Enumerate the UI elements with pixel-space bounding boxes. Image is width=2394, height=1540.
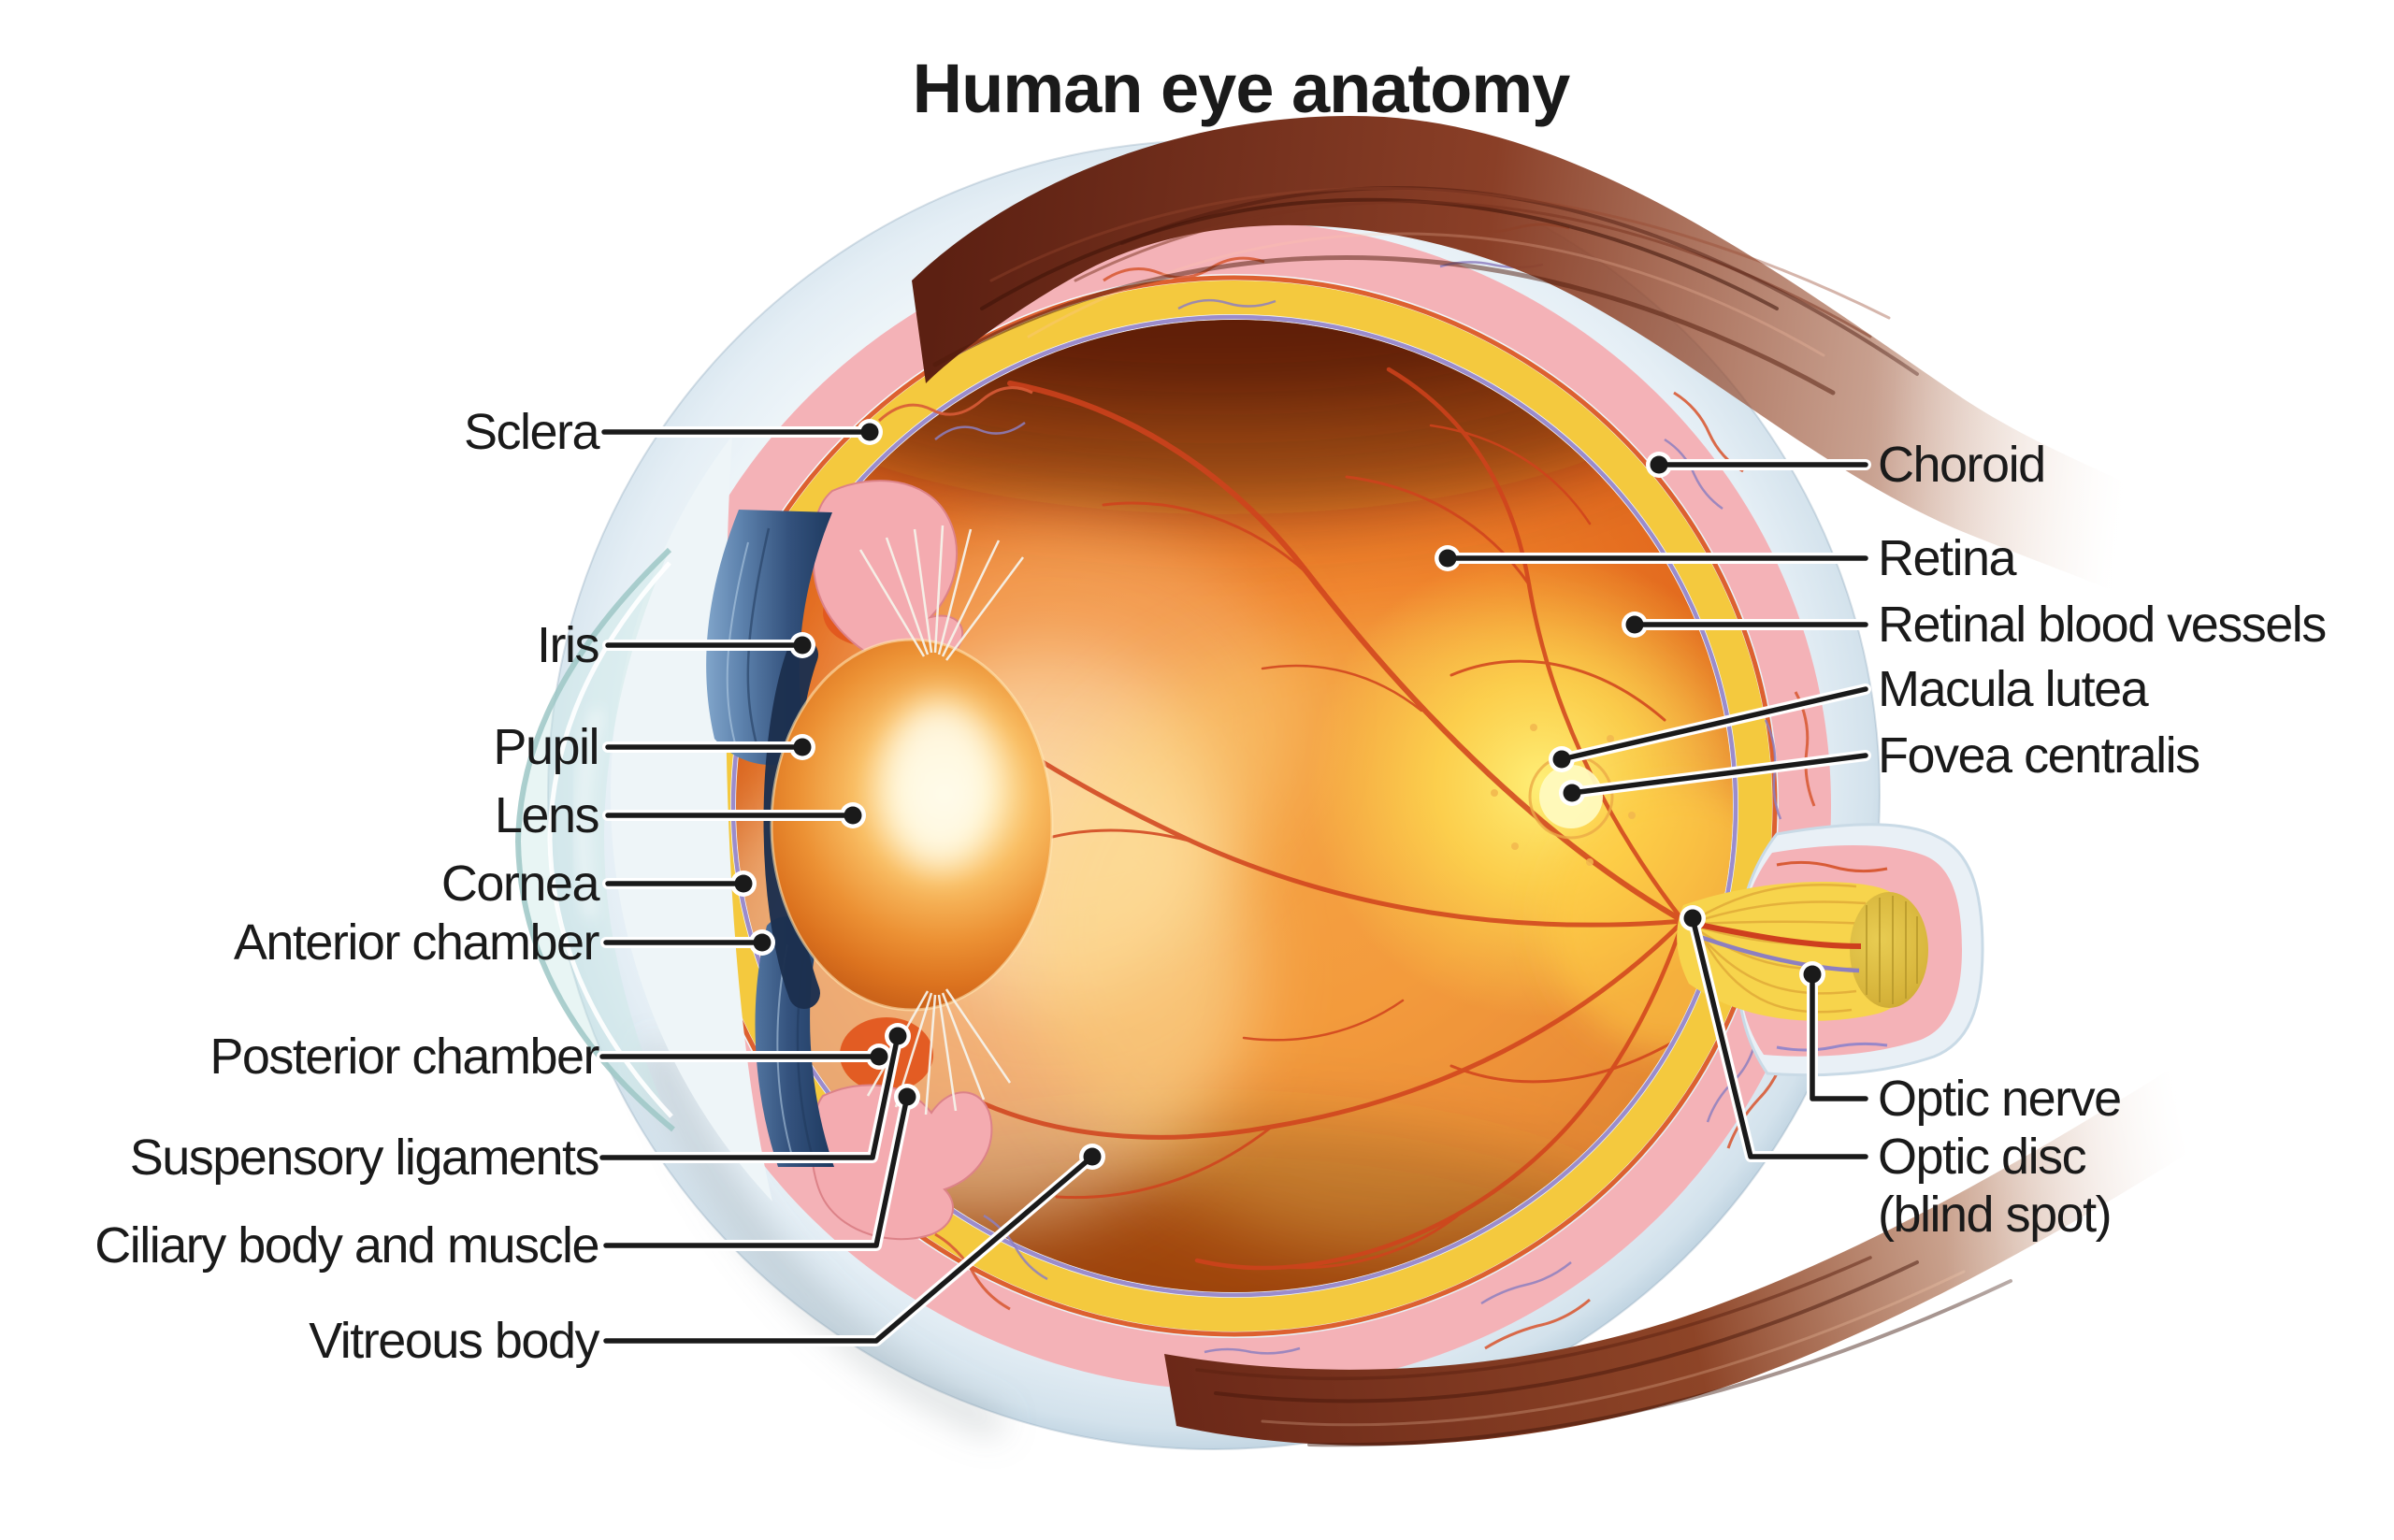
leader-optic-disc	[1690, 915, 1868, 1159]
leader-suspensory-ligaments	[599, 1033, 901, 1160]
dot-ciliary-body	[898, 1087, 916, 1106]
label-sclera: Sclera	[463, 404, 600, 460]
label-vitreous-body: Vitreous body	[309, 1313, 599, 1369]
diagram-title: Human eye anatomy	[912, 50, 1571, 127]
suspensory-ligament-fibers	[858, 525, 1025, 1115]
label-choroid: Choroid	[1878, 437, 2046, 493]
dot-lens	[844, 806, 862, 825]
label-macula-lutea: Macula lutea	[1878, 661, 2149, 717]
sclera-bottom-shadow	[642, 1043, 1005, 1438]
dot-pupil	[793, 738, 812, 756]
label-optic-disc-blind-spot: (blind spot)	[1878, 1187, 2113, 1243]
lens-highlight	[884, 699, 996, 868]
label-suspensory-ligaments: Suspensory ligaments	[129, 1130, 600, 1186]
label-posterior-chamber: Posterior chamber	[209, 1029, 599, 1085]
label-retinal-blood-vessels: Retinal blood vessels	[1878, 597, 2327, 653]
leader-ciliary-body	[603, 1094, 910, 1248]
leader-macula-lutea	[1559, 686, 1868, 762]
dot-iris	[793, 636, 812, 655]
label-fovea-centralis: Fovea centralis	[1878, 727, 2200, 784]
cornea	[514, 547, 675, 1132]
optic-nerve	[1677, 823, 1984, 1077]
leader-vitreous-body	[603, 1154, 1095, 1344]
leader-dots	[734, 423, 1822, 1166]
dot-retina	[1438, 549, 1457, 568]
dot-macula-lutea	[1552, 750, 1571, 769]
label-lens: Lens	[494, 787, 600, 843]
retina-inner-line	[730, 314, 1738, 1298]
dot-vitreous-body	[1083, 1147, 1102, 1166]
dot-anterior-chamber	[753, 933, 772, 952]
label-cornea: Cornea	[440, 856, 600, 912]
dot-posterior-chamber	[870, 1047, 888, 1066]
label-iris: Iris	[537, 617, 599, 673]
label-anterior-chamber: Anterior chamber	[233, 914, 600, 971]
ciliary-body-bottom	[810, 1084, 993, 1241]
leader-fovea-centralis	[1569, 753, 1868, 796]
dot-sclera	[860, 423, 879, 441]
iris	[706, 510, 834, 1167]
label-optic-nerve: Optic nerve	[1878, 1071, 2122, 1127]
dot-fovea-centralis	[1563, 784, 1581, 802]
dot-optic-disc	[1683, 909, 1702, 928]
leader-optic-nerve	[1810, 971, 1868, 1101]
dot-choroid	[1650, 455, 1668, 474]
optic-nerve-cut-end	[1850, 892, 1928, 1008]
leader-lines	[599, 429, 1868, 1344]
dot-suspensory-ligaments	[888, 1027, 907, 1045]
dot-cornea	[734, 874, 753, 893]
superior-muscle	[912, 75, 2394, 598]
label-ciliary-body: Ciliary body and muscle	[94, 1217, 599, 1274]
dot-optic-nerve	[1803, 965, 1822, 984]
label-optic-disc: Optic disc	[1878, 1129, 2087, 1185]
label-retina: Retina	[1878, 530, 2017, 586]
label-pupil: Pupil	[493, 719, 599, 775]
dot-retinal-blood-vessels	[1625, 615, 1644, 634]
inferior-muscle	[1164, 1010, 2394, 1496]
